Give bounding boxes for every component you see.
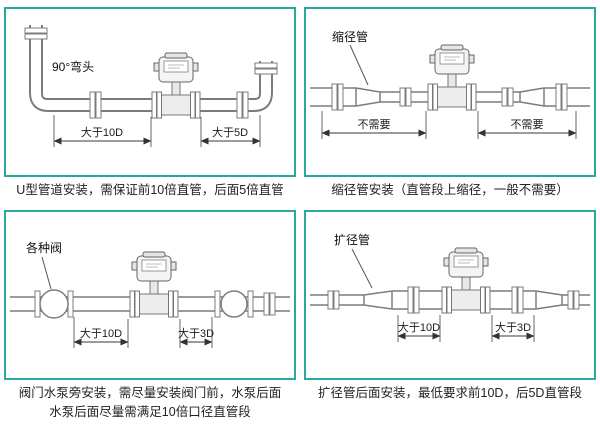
dim-label-downstream: 大于5D	[212, 125, 248, 139]
diagram-frame-expander: 扩径管 大于10D 大于3D	[304, 209, 596, 380]
dimension-downstream: 大于3D	[178, 316, 214, 348]
dim-label-upstream: 大于10D	[80, 326, 122, 340]
dim-label-upstream: 不需要	[358, 118, 391, 131]
dim-label-upstream: 大于10D	[81, 125, 123, 139]
caption-reducer: 缩径管安装（直管段上缩径，一般不需要）	[331, 183, 569, 197]
valve-icon-left	[39, 289, 69, 319]
callout-leader-line	[349, 44, 369, 86]
caption-valves: 阀门水泵旁安装，需尽量安装阀门前，水泵后面 水泵后面尽量需满足10倍口径直管段	[18, 385, 282, 419]
dimension-downstream: 大于3D	[491, 314, 535, 342]
caption-u-pipe: U型管道安装，需保证前10倍直管，后面5倍直管	[16, 183, 284, 197]
dimension-upstream: 不需要	[321, 111, 427, 139]
dim-label-downstream: 大于3D	[495, 320, 531, 334]
callout-leader-line	[351, 248, 373, 288]
dimension-upstream: 大于10D	[53, 115, 152, 147]
flowmeter-icon	[441, 247, 491, 314]
callout-reducer-label: 缩径管	[332, 29, 368, 44]
flowmeter-icon	[151, 52, 201, 119]
dim-label-upstream: 大于10D	[398, 320, 440, 334]
panel-u-pipe: 90°弯头 大于10D 大于5D U型管道安装，需保证前10倍直	[4, 7, 296, 208]
pipe-flanges	[24, 27, 278, 119]
callout-leader-line	[41, 256, 52, 289]
diagram-expander: 扩径管 大于10D 大于3D	[310, 232, 590, 342]
pipe-u-shape	[29, 25, 273, 112]
panel-valves: 各种阀 大于10D 大于3D 阀门水泵旁安	[4, 209, 296, 429]
caption-expander: 扩径管后面安装，最低要求前10D，后5D直管段	[318, 385, 582, 400]
dim-label-downstream: 不需要	[511, 118, 544, 131]
flowmeter-icon	[427, 44, 477, 111]
flowmeter-icon	[129, 251, 179, 318]
diagram-u-pipe: 90°弯头 大于10D 大于5D	[24, 25, 278, 147]
valve-icon-right	[220, 290, 248, 318]
diagram-frame-valves: 各种阀 大于10D 大于3D	[4, 209, 296, 380]
diagram-frame-u-pipe: 90°弯头 大于10D 大于5D	[4, 7, 296, 177]
callout-elbow-label: 90°弯头	[52, 59, 94, 74]
dimension-upstream: 大于10D	[397, 314, 441, 342]
dimension-downstream: 不需要	[477, 111, 577, 139]
dim-label-downstream: 大于3D	[178, 326, 214, 340]
callout-expander-label: 扩径管	[334, 232, 370, 247]
diagram-frame-reducer: 缩径管 不需要 不需要	[304, 7, 596, 177]
dimension-upstream: 大于10D	[73, 316, 129, 348]
panel-reducer: 缩径管 不需要 不需要 缩径管安装（直管段	[304, 7, 596, 208]
diagram-valves: 各种阀 大于10D 大于3D	[10, 240, 290, 348]
pipe-flanges	[327, 286, 580, 314]
panel-expander: 扩径管 大于10D 大于3D 扩径管后面安	[304, 209, 596, 429]
dimension-downstream: 大于5D	[200, 115, 261, 147]
pipe-flanges	[331, 83, 568, 111]
diagram-reducer: 缩径管 不需要 不需要	[310, 29, 590, 139]
callout-valves-label: 各种阀	[26, 240, 62, 255]
